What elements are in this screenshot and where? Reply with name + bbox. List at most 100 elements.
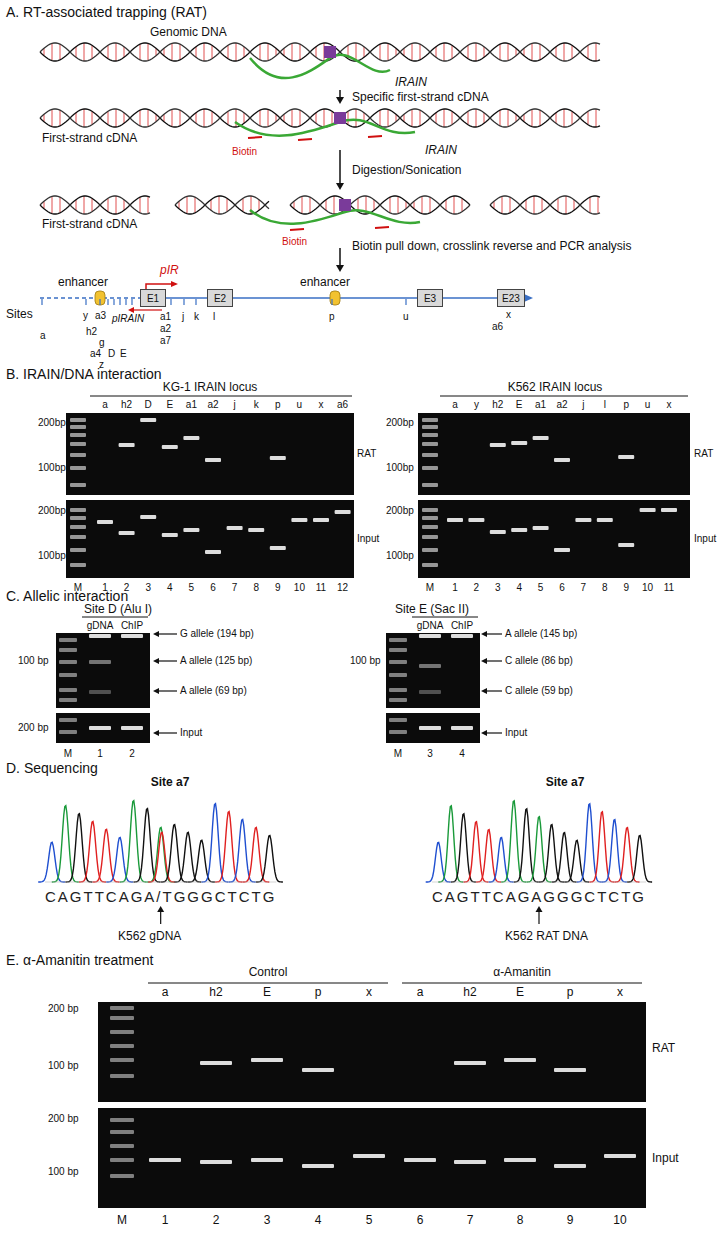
text-label: 6: [417, 1214, 424, 1228]
drawing-part: [70, 466, 86, 470]
drawing-part: [108, 198, 109, 211]
drawing-part: [486, 633, 502, 634]
chromatogram-peak: [256, 835, 283, 882]
drawing-part: [270, 456, 286, 460]
text-label: enhancer: [58, 276, 108, 290]
drawing-part: [183, 528, 199, 532]
drawing-part: [554, 1164, 586, 1168]
drawing-part: [484, 113, 485, 124]
drawing-part: [368, 136, 382, 137]
drawing-part: [92, 111, 93, 124]
drawing-part: [172, 43, 173, 60]
drawing-part: [108, 111, 109, 124]
exon-label: E23: [502, 293, 520, 304]
drawing-part: [200, 1061, 232, 1065]
text-label: 8: [517, 1214, 524, 1228]
drawing-part: [412, 617, 478, 618]
drawing-part: [205, 550, 221, 554]
drawing-part: [148, 109, 149, 126]
drawing-part: [298, 139, 312, 140]
drawing-part: [510, 197, 511, 213]
drawing-part: [219, 196, 220, 214]
drawing-part: [422, 516, 438, 520]
small-label: 200bp: [38, 505, 66, 517]
drawing-part: [227, 198, 228, 211]
drawing-part: [534, 196, 535, 214]
small-label: 2: [129, 748, 135, 760]
drawing-part: [52, 196, 53, 213]
small-label: 4: [459, 748, 465, 760]
exon-label: E3: [424, 293, 436, 304]
drawing-part: [70, 483, 86, 487]
drawing-part: [140, 515, 156, 519]
drawing-part: [124, 200, 125, 211]
drawing-part: [248, 528, 264, 532]
chromatogram-peak: [174, 832, 201, 882]
drawing-part: [128, 307, 134, 313]
chromatogram-peak: [476, 830, 501, 882]
drawing-part: [90, 396, 352, 397]
drawing-part: [335, 510, 351, 514]
text-label: h2: [209, 986, 222, 1000]
drawing-part: [121, 634, 143, 638]
text-label: Genomic DNA: [150, 26, 227, 40]
drawing-part: [95, 291, 105, 305]
drawing-part: [140, 110, 141, 126]
small-label: j: [182, 311, 184, 323]
small-label: j: [233, 399, 235, 411]
small-label: 11: [316, 582, 326, 594]
drawing-part: [511, 441, 527, 445]
drawing-part: [574, 200, 575, 211]
chromatogram-peak: [242, 827, 269, 882]
chromatogram-peak: [120, 801, 147, 882]
small-label: h2: [492, 399, 503, 411]
small-label: a7: [160, 335, 171, 347]
drawing-part: [170, 299, 171, 305]
text-label: Site D (Alu I): [84, 603, 152, 617]
drawing-part: [40, 196, 150, 214]
drawing-part: [195, 299, 196, 305]
small-label: p: [275, 399, 281, 411]
drawing-part: [524, 294, 533, 302]
drawing-part: [204, 109, 205, 127]
drawing-part: [556, 113, 557, 124]
text-label: Digestion/Sonication: [352, 164, 461, 178]
drawing-part: [490, 196, 600, 214]
text-label: p: [315, 986, 322, 1000]
drawing-part: [153, 730, 159, 736]
chromatogram-peak: [615, 828, 640, 882]
chromatogram-peak: [552, 833, 577, 883]
drawing-part: [291, 518, 307, 522]
drawing-part: [511, 528, 527, 532]
drawing-part: [419, 726, 441, 730]
drawing-part: [564, 43, 565, 61]
drawing-part: [40, 196, 150, 214]
drawing-part: [481, 631, 487, 637]
chromatogram-peak: [627, 836, 652, 883]
drawing-part: [526, 200, 527, 211]
drawing-part: [330, 291, 340, 305]
text-label: KG-1 IRAIN locus: [163, 381, 258, 395]
drawing-part: [175, 196, 269, 214]
drawing-part: [481, 658, 487, 664]
small-label: x: [667, 399, 672, 411]
drawing-part: [60, 44, 61, 60]
small-label: 100bp: [38, 462, 66, 474]
small-label: 100 bp: [350, 655, 381, 667]
drawing-part: [92, 45, 93, 58]
gel-image: [386, 633, 480, 708]
drawing-part: [300, 110, 301, 126]
drawing-part: [389, 718, 407, 722]
text-label: E: [263, 986, 271, 1000]
drawing-part: [183, 436, 199, 440]
drawing-part: [59, 688, 77, 692]
drawing-part: [149, 1158, 181, 1162]
drawing-part: [148, 983, 388, 984]
drawing-part: [336, 97, 344, 104]
text-label: Site a7: [151, 776, 190, 790]
small-label: Biotin: [232, 146, 257, 158]
small-label: 3: [427, 748, 433, 760]
drawing-part: [566, 196, 567, 214]
drawing-part: [532, 43, 533, 60]
drawing-part: [604, 1154, 636, 1158]
